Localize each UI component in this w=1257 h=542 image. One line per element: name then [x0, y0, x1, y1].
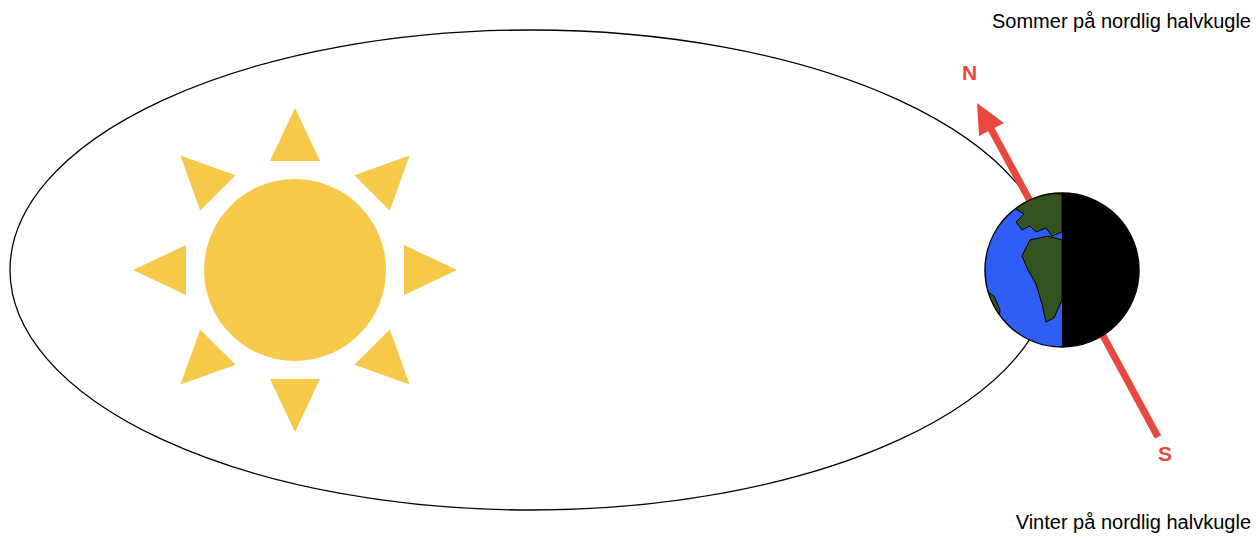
- earth-ocean: [980, 190, 1062, 350]
- pole-label: N: [962, 60, 977, 85]
- sun-ray: [133, 245, 186, 295]
- continent-europe: [1014, 192, 1062, 236]
- earth-outline: [985, 193, 1139, 347]
- season-label: Sommer på nordlig halvkugle: [992, 9, 1251, 33]
- earth-axis: [977, 103, 1158, 437]
- orbit-ellipse: [10, 30, 1052, 510]
- sun-ray: [180, 155, 235, 210]
- sun-ray: [270, 108, 320, 161]
- sun-ray: [180, 329, 235, 384]
- sun-disk: [204, 179, 386, 361]
- sun-ray: [404, 245, 457, 295]
- earth-symbol: [980, 190, 1144, 350]
- axis-arrowhead: [977, 103, 1004, 136]
- season-label: Vinter på nordlig halvkugle: [1016, 510, 1251, 534]
- sun-ray: [354, 329, 409, 384]
- continent-africa: [1022, 236, 1062, 322]
- continent-island: [1000, 200, 1012, 214]
- sun-symbol: [133, 108, 457, 432]
- sun-ray: [270, 379, 320, 432]
- earth-night-side: [1062, 190, 1144, 350]
- sun-ray: [354, 155, 409, 210]
- continent-america: [984, 290, 1006, 340]
- pole-label: S: [1158, 441, 1172, 466]
